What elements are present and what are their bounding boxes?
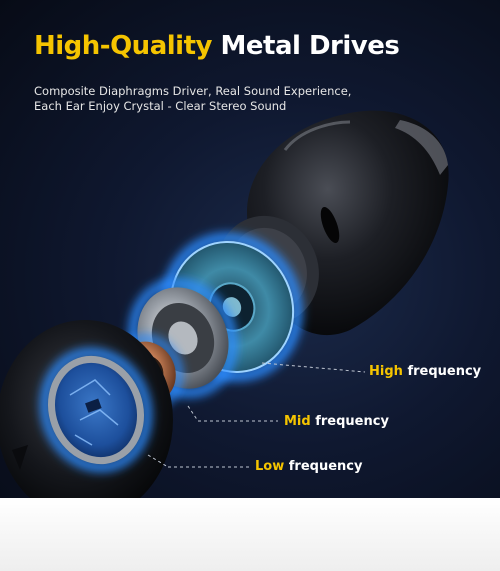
mid-label-key: Mid: [284, 414, 311, 429]
headline-highlight: High-Quality: [34, 31, 212, 61]
high-frequency-label: High frequency: [369, 364, 481, 379]
mid-label-rest: frequency: [315, 414, 389, 429]
subtitle-line-1: Composite Diaphragms Driver, Real Sound …: [34, 84, 352, 98]
low-label-key: Low: [255, 459, 285, 474]
headline-rest: Metal Drives: [220, 31, 400, 61]
exploded-driver-illustration: [0, 110, 449, 498]
headline: High-Quality Metal Drives: [34, 31, 400, 61]
mid-frequency-driver: [128, 278, 238, 398]
low-frequency-driver: [40, 348, 152, 472]
low-frequency-label: Low frequency: [255, 459, 362, 474]
high-label-rest: frequency: [407, 364, 482, 379]
product-banner: High-Quality Metal Drives Composite Diap…: [0, 0, 500, 498]
sound-port: [320, 206, 340, 244]
mid-frequency-label: Mid frequency: [284, 414, 389, 429]
subtitle: Composite Diaphragms Driver, Real Sound …: [34, 84, 354, 114]
low-label-rest: frequency: [288, 459, 363, 474]
high-label-key: High: [369, 364, 403, 379]
subtitle-line-2: Each Ear Enjoy Crystal - Clear Stereo So…: [34, 99, 287, 113]
high-leader-line: [261, 362, 366, 373]
bottom-background: [0, 498, 500, 571]
